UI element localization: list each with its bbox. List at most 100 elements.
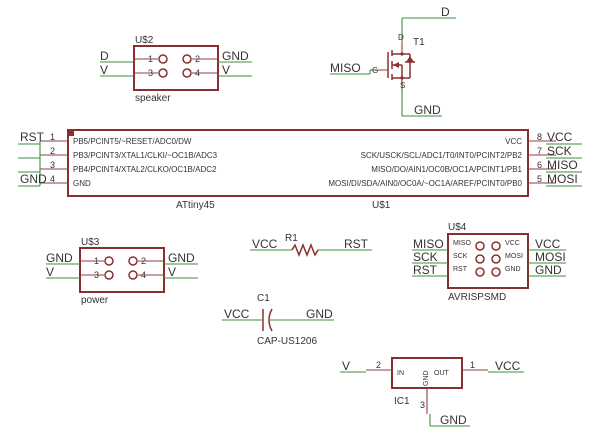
speaker-name: U$2 [135,35,154,46]
avrisp-pin-rst: RST [453,266,468,273]
net-label-v: V [46,265,54,279]
net-label-rst: RST [413,263,438,277]
resistor-zigzag-icon [291,242,319,258]
capacitor-name: C1 [257,293,270,304]
speaker-pad-3 [158,68,168,78]
net-label-v: V [168,265,176,279]
avrisp-pin-sck: SCK [453,253,468,260]
speaker-pad-4 [182,68,192,78]
avrisp-header[interactable]: U$4 AVRISPSMD MISO SCK RST VCC MOSI GND … [412,222,566,303]
avrisp-pad-4 [491,254,501,264]
avrisp-pad-2 [491,241,501,251]
net-label-vcc: VCC [547,130,573,144]
power-body [79,247,165,293]
power-header[interactable]: U$3 power 1 2 3 4 GND V GND V [46,237,198,306]
avrisp-pad-5 [475,267,485,277]
avrisp-pad-1 [475,241,485,251]
regulator-pin-2: 2 [376,360,381,370]
net-label-v: V [100,63,108,77]
net-label-vcc: VCC [224,307,250,321]
net-label-gnd: GND [46,251,73,265]
net-label-miso: MISO [413,237,444,251]
mcu-name: U$1 [372,200,391,211]
mcu-pin-7: 7 [537,146,542,156]
mcu-pin-label-6: MISO/DO/AIN1/OC0B/OC1A/PCINT1/PB1 [371,165,522,174]
mcu-pin-label-7: SCK/USCK/SCL/ADC1/T0/INT0/PCINT2/PB2 [361,151,523,160]
mcu-pin-3: 3 [50,160,55,170]
regulator-ic1[interactable]: IN OUT GND IC1 2 1 3 V VCC GND [340,357,524,427]
power-pad-2 [128,256,138,266]
mcu-pin-2: 2 [50,146,55,156]
mosfet-pin-s: S [400,81,405,90]
net-label-sck: SCK [547,144,572,158]
net-label-gnd: GND [168,251,195,265]
net-label-v: V [222,63,230,77]
net-label-mosi: MOSI [547,172,578,186]
power-pad-4 [128,270,138,280]
net-label-gnd: GND [306,307,333,321]
regulator-gnd-label: GND [423,370,430,386]
net-label-vcc: VCC [495,359,521,373]
net-label-v: V [342,359,350,373]
power-pad-3 [104,270,114,280]
power-name: U$3 [81,237,100,248]
speaker-pad-1 [158,54,168,64]
pin1-marker-icon [69,131,74,136]
resistor-r1[interactable]: R1 VCC RST [250,233,372,258]
mcu-pin-5: 5 [537,174,542,184]
regulator-name: IC1 [394,396,410,407]
avrisp-pad-3 [475,254,485,264]
regulator-pin-1: 1 [470,360,475,370]
net-label-sck: SCK [413,250,438,264]
avrisp-value: AVRISPSMD [448,292,506,303]
regulator-out-label: OUT [434,370,450,377]
mosfet-arrow-icon [393,62,399,68]
net-label-gnd: GND [440,413,467,427]
net-label-gnd: GND [535,263,562,277]
mcu-pin-label-8: VCC [505,137,522,146]
body-diode-icon [406,56,414,62]
net-label-d: D [441,5,450,19]
transistor-name: T1 [413,37,425,48]
mcu-pin-label-4: GND [73,179,91,188]
speaker-pad-2 [182,54,192,64]
avrisp-pin-miso: MISO [453,240,471,247]
net-label-gnd: GND [414,103,441,117]
net-label-mosi: MOSI [535,250,566,264]
mcu-pin-8: 8 [537,132,542,142]
avrisp-pad-6 [491,267,501,277]
power-pad-1 [104,256,114,266]
net-label-gnd: GND [20,172,47,186]
mcu-pin-label-2: PB3/PCINT3/XTAL1/CLKI/~OC1B/ADC3 [73,151,218,160]
mcu-pin-6: 6 [537,160,542,170]
transistor-t1[interactable]: D D G S T1 MISO GND [330,5,456,117]
net-label-d: D [100,49,109,63]
net-label-miso: MISO [547,158,578,172]
capacitor-c1[interactable]: C1 CAP-US1206 VCC GND [222,293,334,347]
speaker-value: speaker [135,93,171,104]
net-label-miso: MISO [330,61,361,75]
net-label-vcc: VCC [252,237,278,251]
mcu-pin-4: 4 [50,174,55,184]
avrisp-body [447,233,529,289]
regulator-pin-3: 3 [420,400,425,410]
regulator-in-label: IN [397,370,404,377]
capacitor-value: CAP-US1206 [257,336,317,347]
net-label-rst: RST [344,237,369,251]
avrisp-name: U$4 [448,222,467,233]
net-label-rst: RST [20,130,45,144]
mcu-body [67,129,529,197]
mcu-pin-label-3: PB4/PCINT4/XTAL2/CLKO/OC1B/ADC2 [73,165,217,174]
avrisp-pin-mosi: MOSI [505,253,523,260]
capacitor-curved-plate-icon [268,308,273,332]
speaker-header[interactable]: U$2 speaker 1 2 3 4 D V GND V [100,35,252,104]
mcu-attiny45[interactable]: ATtiny45 U$1 RST GND 1 2 3 4 PB5/PCINT5/… [18,129,582,211]
power-value: power [81,295,109,306]
avrisp-pin-gnd: GND [505,266,521,273]
mcu-pin-label-5: MOSI/DI/SDA/AIN0/OC0A/~OC1A/AREF/PCINT0/… [328,179,522,188]
mcu-pin-1: 1 [50,132,55,142]
mosfet-pin-g: G [372,66,378,75]
net-label-vcc: VCC [535,237,561,251]
speaker-body [133,45,219,91]
